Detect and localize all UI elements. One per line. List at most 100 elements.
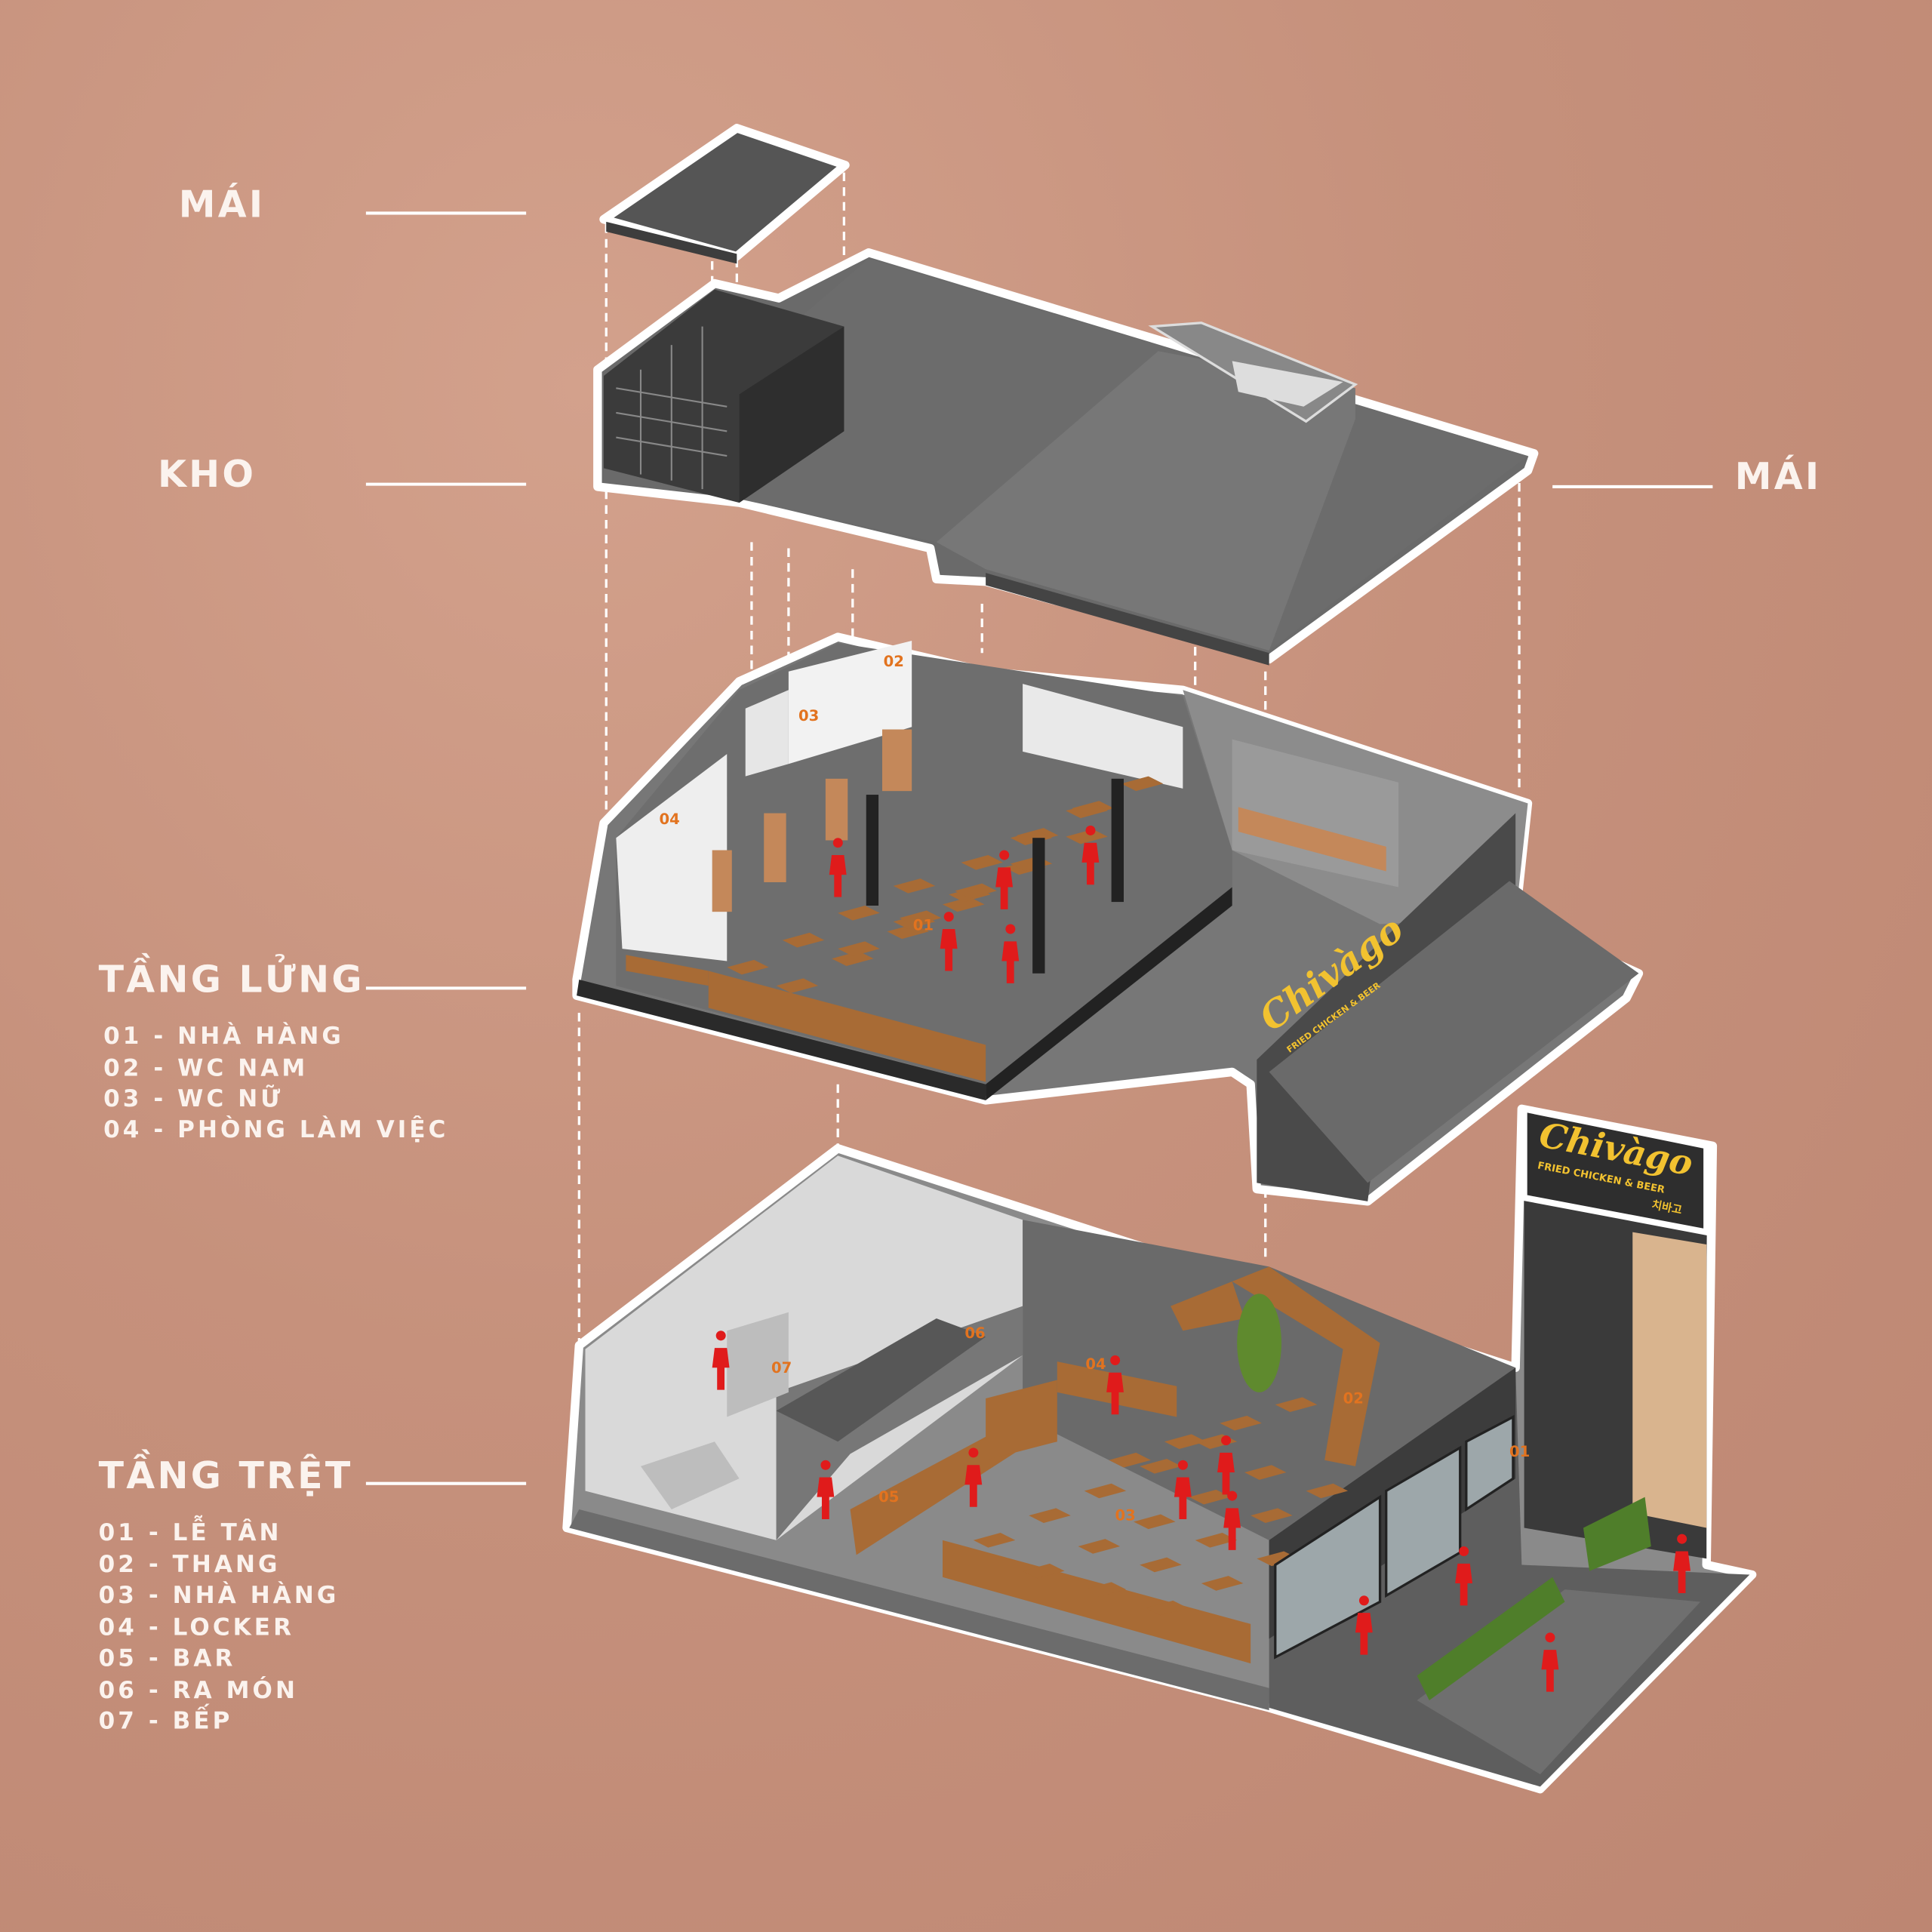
table <box>1066 803 1108 819</box>
table <box>1189 1489 1232 1505</box>
legend-item: 02 - WC NAM <box>103 1054 308 1081</box>
room-tag-mezz: 02 <box>884 653 904 670</box>
ground-legend: 01 - LỄ TÂN 02 - THANG 03 - NHÀ HÀNG 04 … <box>99 1514 340 1735</box>
projection-lines <box>577 172 1521 1491</box>
person-figure <box>1541 1632 1559 1692</box>
person-figure <box>964 1447 983 1507</box>
table <box>1201 1576 1244 1591</box>
table <box>838 941 880 956</box>
mezzanine-title: TẦNG LỬNG <box>99 952 365 1001</box>
storefront-glass <box>1274 1414 1515 1660</box>
table <box>899 910 942 926</box>
table <box>1109 1452 1151 1468</box>
planter-boxes <box>1417 1497 1651 1701</box>
table <box>893 878 936 894</box>
table <box>832 951 874 966</box>
legend-item: 03 - NHÀ HÀNG <box>99 1580 340 1609</box>
table <box>1084 1582 1127 1597</box>
room-tag-ground: 07 <box>771 1359 792 1377</box>
wood-floor-edge <box>626 955 986 1082</box>
table <box>1140 1557 1182 1573</box>
room-tag-mezz: 03 <box>798 707 819 724</box>
legend-item: 04 - LOCKER <box>99 1614 294 1641</box>
table <box>887 924 930 940</box>
ground-level: Chivàgo FRIED CHICKEN & BEER 치바고 <box>562 1104 1757 1794</box>
person-figure <box>1223 1491 1241 1550</box>
table <box>1121 776 1164 792</box>
legend-item: 05 - BAR <box>99 1644 236 1672</box>
room-tag-mezz: 04 <box>659 811 679 828</box>
person-figure <box>1174 1460 1192 1520</box>
room-tag-ground: 06 <box>964 1324 985 1342</box>
person-figure <box>1106 1355 1124 1415</box>
person-figure <box>1001 924 1020 983</box>
table <box>973 1533 1016 1548</box>
mezzanine-level: Chivàgo FRIED CHICKEN & BEER <box>572 632 1644 1206</box>
table <box>1195 1533 1238 1548</box>
table <box>1010 830 1053 845</box>
legend-item: 01 - NHÀ HÀNG <box>103 1021 344 1050</box>
person-figure <box>829 838 847 897</box>
table <box>942 897 985 912</box>
legend-item: 02 - THANG <box>99 1551 281 1578</box>
kitchen-counters <box>640 1312 986 1509</box>
table <box>1275 1397 1318 1413</box>
columns <box>866 778 1124 974</box>
legend-item: 01 - LỄ TÂN <box>99 1514 282 1546</box>
table <box>1251 1508 1293 1523</box>
menu-boards <box>1238 807 1386 872</box>
mezzanine-legend: 01 - NHÀ HÀNG 02 - WC NAM 03 - WC NỮ 04 … <box>103 1021 448 1143</box>
person-figure <box>995 850 1014 909</box>
table <box>776 978 819 993</box>
table <box>782 932 825 948</box>
table <box>1306 1483 1349 1499</box>
table <box>1140 1459 1182 1474</box>
room-tag-mezz: 01 <box>913 917 934 934</box>
table <box>1220 1415 1262 1431</box>
person-figure <box>712 1331 730 1390</box>
table <box>838 906 880 921</box>
legend-item: 07 - BẾP <box>99 1703 233 1735</box>
ground-title: TẦNG TRỆT <box>99 1448 353 1497</box>
table <box>1078 1539 1121 1554</box>
person-figure <box>1355 1595 1373 1655</box>
table <box>1164 1434 1207 1449</box>
label-roof-right: MÁI <box>1735 454 1822 498</box>
ground-sign: Chivàgo FRIED CHICKEN & BEER 치바고 <box>1521 1105 1710 1236</box>
person-figure <box>940 912 958 971</box>
table <box>1066 829 1108 844</box>
storage-roof-level <box>593 248 1539 666</box>
table <box>1029 1508 1071 1523</box>
room-tags: 02 03 04 01 07 06 04 02 05 03 01 <box>659 653 1530 1524</box>
storage-room <box>604 289 844 503</box>
table <box>1134 1514 1176 1530</box>
person-figure <box>1455 1546 1473 1606</box>
plant-tree <box>1237 1294 1281 1392</box>
table <box>727 959 769 975</box>
table <box>1084 1483 1127 1499</box>
table <box>955 883 997 899</box>
dining-tables <box>727 776 1164 993</box>
legend-item: 03 - WC NỮ <box>103 1083 283 1112</box>
person-figure <box>1673 1534 1690 1594</box>
legend-item: 06 - RA MÓN <box>99 1675 298 1704</box>
person-figure <box>1217 1435 1235 1495</box>
room-tag-ground: 02 <box>1343 1390 1364 1407</box>
room-tag-ground: 04 <box>1085 1355 1106 1373</box>
room-tag-ground: 05 <box>878 1488 899 1506</box>
table <box>1146 1600 1188 1616</box>
roof-small <box>599 124 850 264</box>
stair <box>1171 1266 1380 1466</box>
food-posters <box>712 729 912 912</box>
room-tag-ground: 01 <box>1509 1443 1530 1460</box>
person-figure <box>1081 825 1100 885</box>
table <box>1244 1465 1287 1480</box>
wood-partitions <box>850 1361 1251 1664</box>
legend-item: 04 - PHÒNG LÀM VIỆC <box>103 1114 448 1143</box>
label-roof-top: MÁI <box>179 181 266 226</box>
room-tag-ground: 03 <box>1115 1507 1136 1524</box>
label-storage: KHO <box>158 453 256 496</box>
person-figure <box>817 1460 835 1520</box>
